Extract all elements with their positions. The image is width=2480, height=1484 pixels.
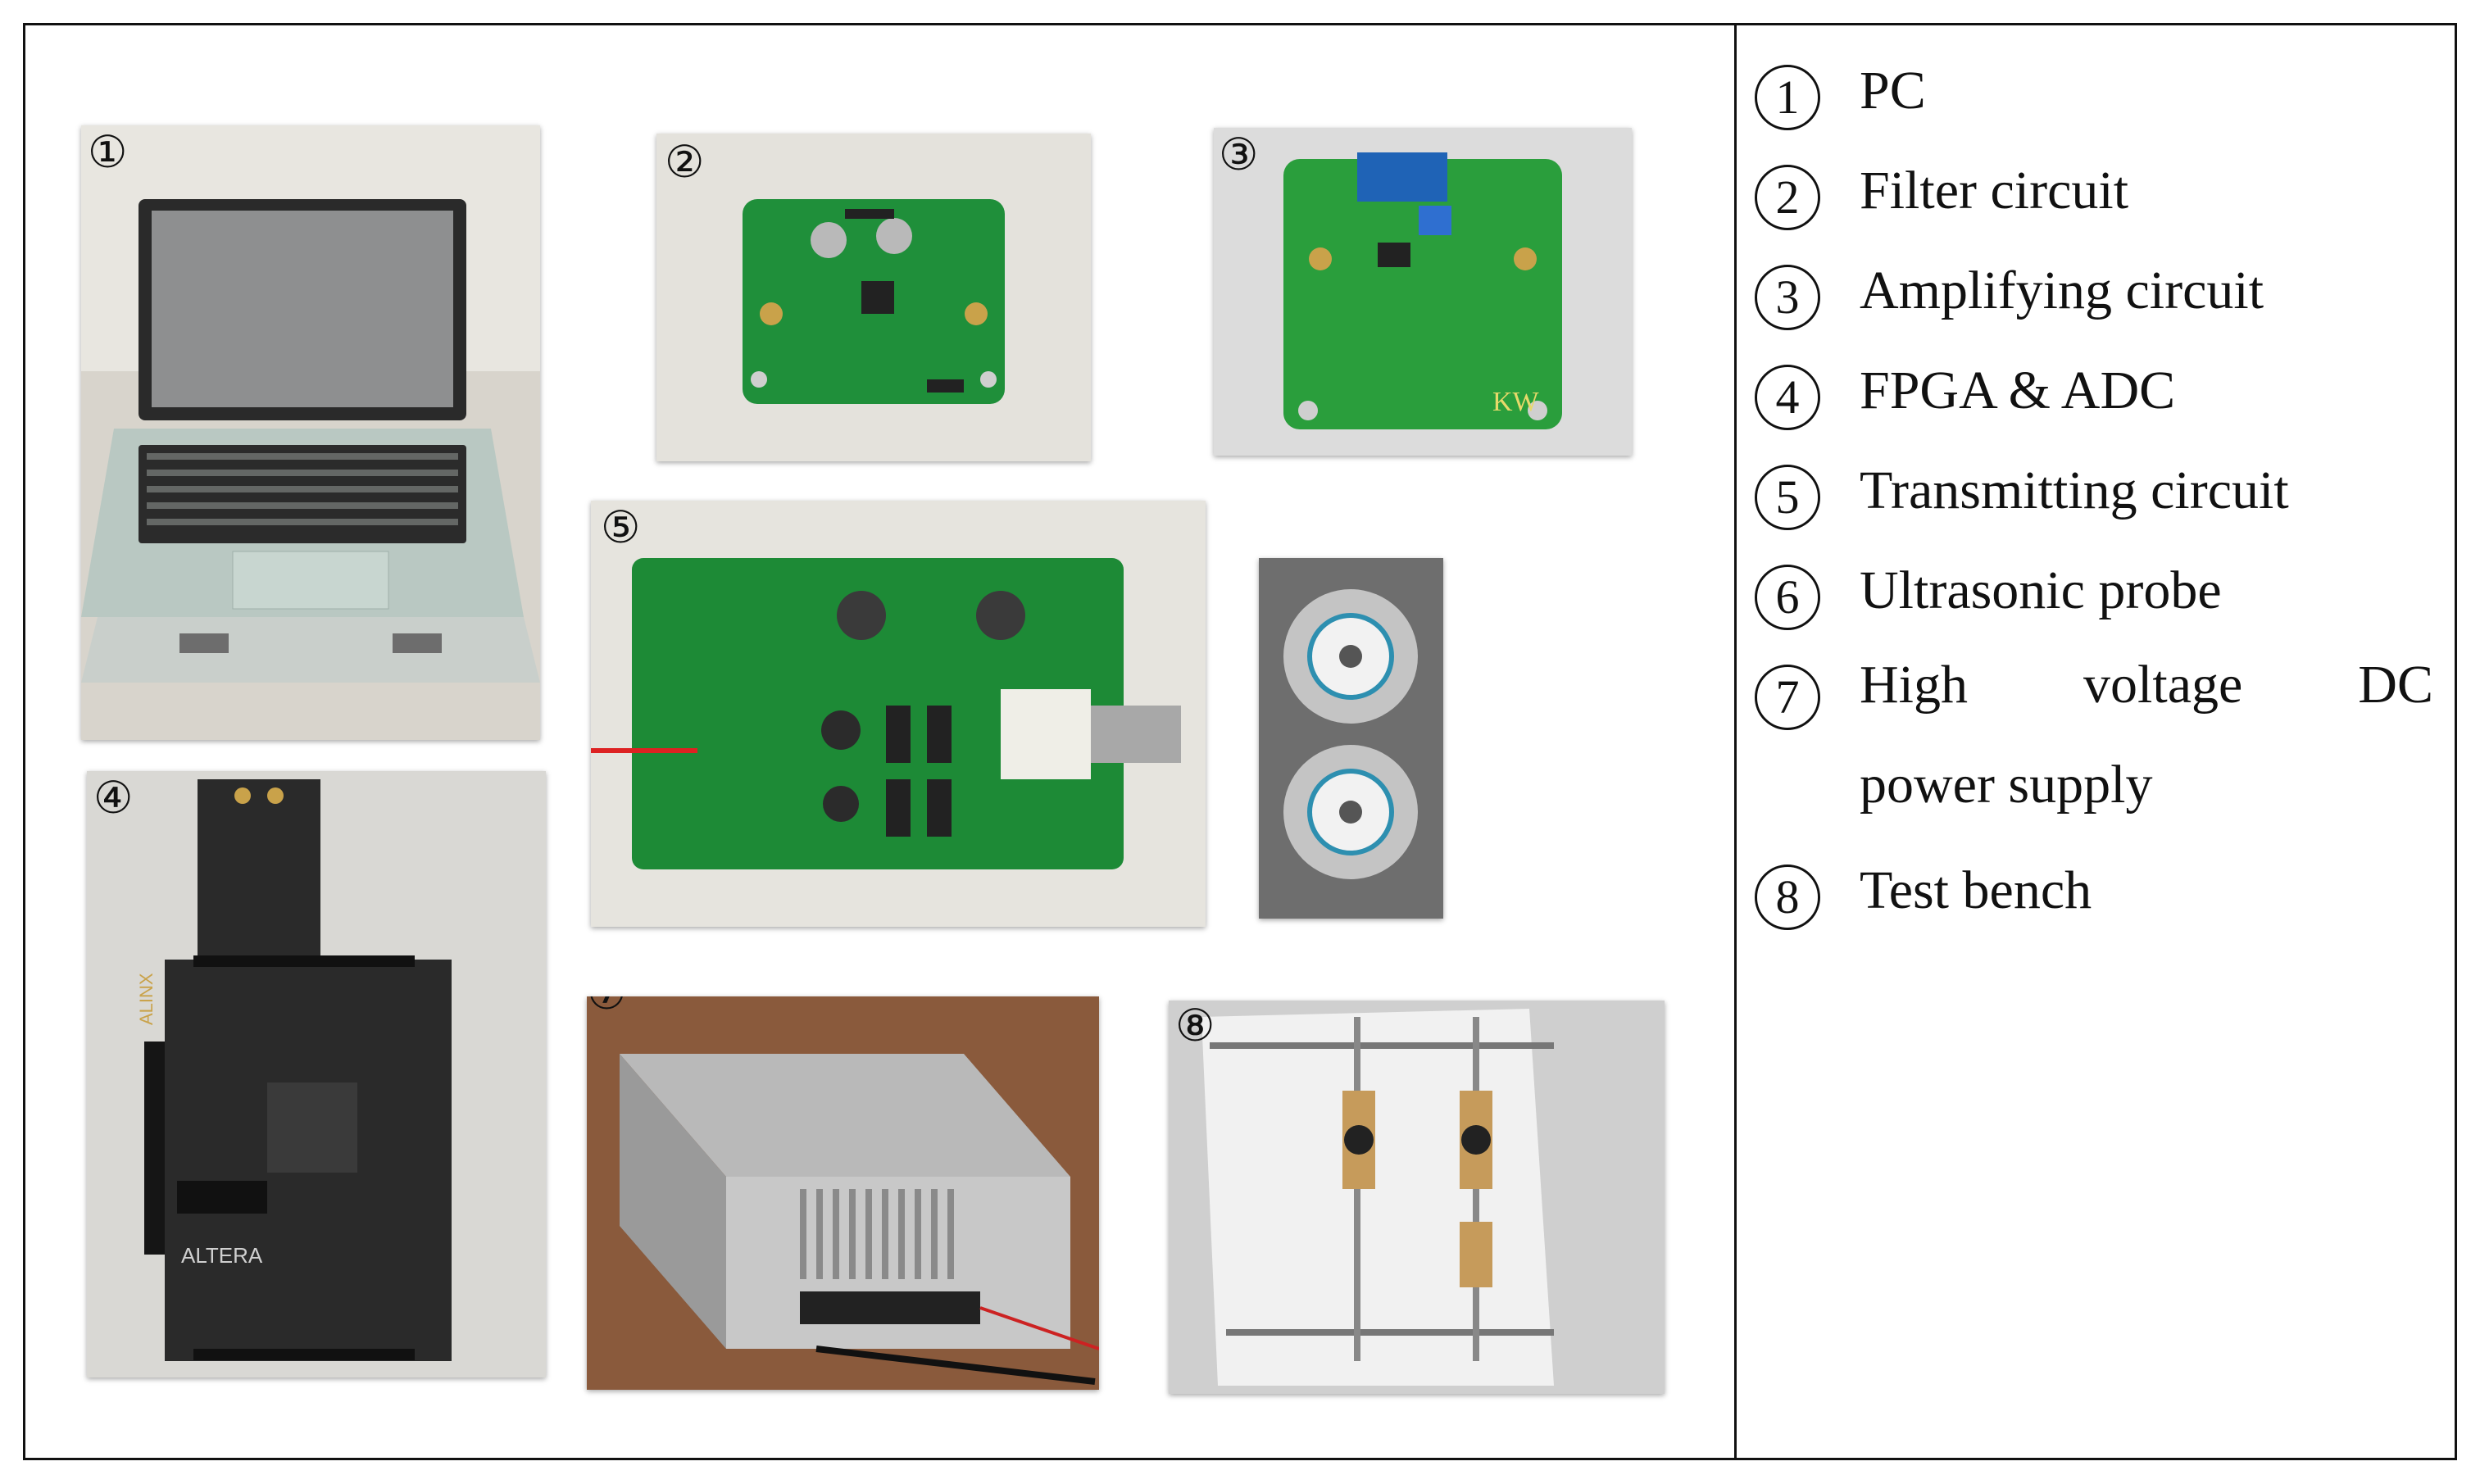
test-bench-illustration	[1169, 1001, 1665, 1394]
legend-label: PC	[1860, 61, 1926, 120]
photo-badge: ③	[1219, 129, 1259, 180]
legend-number: 7	[1755, 665, 1820, 730]
photo-high-voltage-dc-power-supply: ⑦	[587, 996, 1099, 1390]
photo-fpga-adc: ALTERA ALINX ④	[87, 771, 546, 1377]
legend: 1 PC 2 Filter circuit 3 Amplifying circu…	[1755, 42, 2451, 942]
legend-word: voltage	[2083, 655, 2243, 715]
legend-word: DC	[2358, 655, 2433, 715]
legend-item: 6 Ultrasonic probe	[1755, 542, 2451, 642]
legend-item: 8 Test bench	[1755, 842, 2451, 942]
photo-test-bench: ⑧	[1169, 1001, 1665, 1394]
legend-item: 1 PC	[1755, 42, 2451, 142]
photo-badge: ⑤	[601, 501, 641, 553]
legend-number: 4	[1755, 365, 1820, 430]
legend-item: 7 High voltage DC power supply	[1755, 642, 2451, 842]
legend-number: 2	[1755, 165, 1820, 230]
photo-badge: ⑧	[1175, 1001, 1215, 1051]
power-supply-illustration	[587, 996, 1099, 1390]
photo-badge: ①	[88, 126, 128, 178]
legend-label: Filter circuit	[1860, 161, 2129, 220]
legend-item: 5 Transmitting circuit	[1755, 442, 2451, 542]
photo-badge: ⑦	[587, 996, 626, 1016]
photo-amplifying-circuit: KW ③	[1214, 128, 1632, 456]
legend-label: Test bench	[1860, 860, 2092, 920]
transmitter-board-illustration	[591, 501, 1206, 927]
photo-transmitting-circuit: ⑤	[591, 501, 1206, 927]
legend-item: 2 Filter circuit	[1755, 142, 2451, 242]
legend-label: High voltage DC power supply	[1860, 635, 2433, 835]
legend-label: Transmitting circuit	[1860, 461, 2289, 520]
photo-badge: ④	[93, 772, 134, 824]
legend-label: FPGA & ADC	[1860, 361, 2176, 420]
photo-ultrasonic-probe: ⑥	[1259, 558, 1443, 919]
legend-number: 1	[1755, 65, 1820, 130]
legend-number: 3	[1755, 265, 1820, 330]
fpga-brand-label: ALINX	[136, 973, 157, 1025]
legend-item: 4 FPGA & ADC	[1755, 342, 2451, 442]
photo-badge: ②	[665, 136, 705, 188]
legend-item: 3 Amplifying circuit	[1755, 242, 2451, 342]
legend-label-line2: power supply	[1860, 755, 2153, 815]
legend-label: Amplifying circuit	[1860, 261, 2264, 320]
probes-illustration	[1259, 558, 1443, 919]
fpga-chip-label: ALTERA	[181, 1243, 263, 1268]
laptop-illustration	[81, 125, 540, 740]
legend-label: Ultrasonic probe	[1860, 560, 2222, 620]
panel-divider	[1734, 25, 1737, 1458]
amplifier-board-illustration: KW	[1214, 128, 1632, 456]
photo-filter-circuit: ②	[656, 134, 1091, 461]
photo-pc: ①	[81, 125, 540, 740]
legend-word: High	[1860, 655, 1968, 715]
filter-board-illustration	[656, 134, 1091, 461]
legend-number: 8	[1755, 865, 1820, 930]
amp-board-mark: KW	[1492, 387, 1540, 417]
legend-number: 5	[1755, 465, 1820, 530]
legend-label-line1: High voltage DC	[1860, 635, 2433, 735]
legend-number: 6	[1755, 565, 1820, 630]
figure-frame: ① ② KW ③	[23, 23, 2457, 1460]
fpga-board-illustration: ALTERA ALINX	[87, 771, 546, 1377]
photo-badge: ⑥	[1259, 558, 1290, 560]
